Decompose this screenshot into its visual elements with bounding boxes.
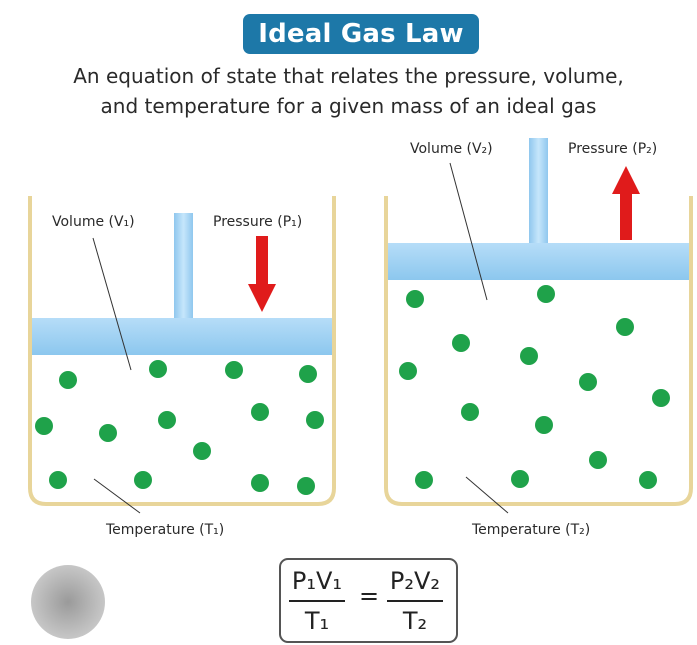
right-piston-plate	[388, 243, 689, 280]
left-piston-plate	[32, 318, 332, 355]
left-container	[28, 196, 336, 506]
title-badge: Ideal Gas Law	[243, 14, 479, 54]
particle	[537, 285, 555, 303]
particle	[589, 451, 607, 469]
right-volume-label: Volume (V₂)	[410, 141, 493, 157]
left-temperature-label: Temperature (T₁)	[106, 522, 225, 538]
particle	[299, 365, 317, 383]
left-volume-leader	[92, 237, 132, 371]
particle	[251, 403, 269, 421]
right-pressure-arrow	[612, 166, 640, 240]
particle	[99, 424, 117, 442]
right-particles	[399, 285, 670, 489]
right-volume-leader	[449, 162, 488, 301]
subtitle-line-1: An equation of state that relates the pr…	[73, 64, 624, 88]
particle	[535, 416, 553, 434]
lhs-fraction-bar	[289, 600, 345, 602]
particle	[59, 371, 77, 389]
right-container	[384, 196, 693, 506]
particle	[511, 470, 529, 488]
right-piston-rod	[529, 138, 548, 244]
right-pressure-label: Pressure (P₂)	[568, 141, 658, 157]
lhs-fraction: P₁V₁ T₁	[287, 566, 347, 636]
left-particles	[35, 360, 324, 495]
particle	[193, 442, 211, 460]
particle	[639, 471, 657, 489]
particle	[158, 411, 176, 429]
right-temperature-leader	[465, 476, 509, 514]
particle	[461, 403, 479, 421]
left-pressure-arrow	[248, 236, 276, 312]
particle	[251, 474, 269, 492]
subtitle-line-2: and temperature for a given mass of an i…	[100, 94, 597, 118]
left-pressure-label: Pressure (P₁)	[213, 214, 303, 230]
rhs-numerator: P₂V₂	[389, 567, 441, 595]
rhs-fraction: P₂V₂ T₂	[385, 566, 445, 636]
particle	[616, 318, 634, 336]
particle	[399, 362, 417, 380]
left-temperature-leader	[93, 478, 141, 514]
particle	[306, 411, 324, 429]
particle	[652, 389, 670, 407]
particle	[35, 417, 53, 435]
particle	[225, 361, 243, 379]
lhs-denominator: T₁	[304, 607, 330, 635]
floating-action-circle[interactable]	[31, 565, 105, 639]
rhs-denominator: T₂	[402, 607, 428, 635]
particle	[452, 334, 470, 352]
rhs-fraction-bar	[387, 600, 443, 602]
particle	[134, 471, 152, 489]
particle	[49, 471, 67, 489]
left-piston-rod	[174, 213, 193, 319]
particle	[579, 373, 597, 391]
page-title: Ideal Gas Law	[258, 19, 464, 49]
equals-sign: =	[359, 582, 380, 610]
right-temperature-label: Temperature (T₂)	[472, 522, 591, 538]
particle	[415, 471, 433, 489]
particle	[297, 477, 315, 495]
lhs-numerator: P₁V₁	[291, 567, 343, 595]
particle	[149, 360, 167, 378]
left-volume-label: Volume (V₁)	[52, 214, 135, 230]
formula-box: P₁V₁ T₁ = P₂V₂ T₂	[279, 558, 458, 643]
particle	[406, 290, 424, 308]
particle	[520, 347, 538, 365]
